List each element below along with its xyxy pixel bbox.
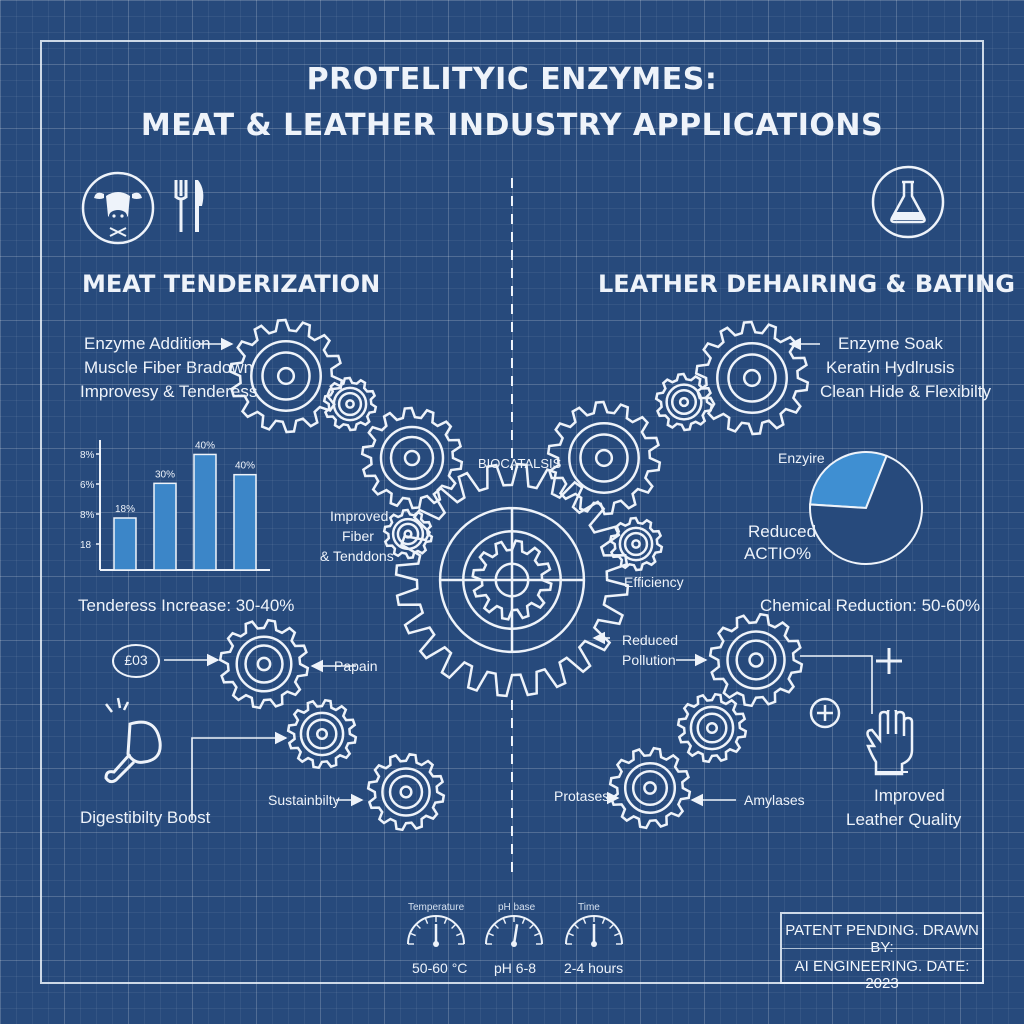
bar-chart-ytick: 8%	[80, 510, 95, 521]
gauge-1	[407, 915, 465, 947]
title-line-1: PROTELITYIC ENZYMES:	[306, 62, 718, 97]
bar-1	[113, 517, 137, 571]
flask-icon	[871, 165, 945, 239]
bar-data-label: 30%	[155, 469, 175, 480]
blueprint-frame	[40, 40, 984, 984]
bar-chart-ytick: 18	[80, 540, 92, 551]
leather-heading: LEATHER DEHAIRING & BATING	[598, 270, 1015, 298]
improved-label-3: & Tenddons	[320, 548, 394, 564]
gauge-temperature-label: Temperature	[408, 902, 465, 913]
improved-quality-2: Leather Quality	[846, 810, 962, 829]
currency-badge: £03	[112, 644, 160, 678]
gear-11	[286, 698, 358, 770]
gear-12	[366, 752, 446, 832]
bar-data-label: 18%	[115, 504, 135, 515]
gauge-ph-label: pH base	[498, 902, 536, 913]
gear-9	[694, 320, 810, 436]
pie-enzyme-label: Enzyire	[778, 450, 825, 466]
improved-label-2: Fiber	[342, 528, 374, 544]
plus-icon	[876, 648, 902, 674]
gauge-needle	[512, 924, 519, 945]
currency-badge-label: £03	[124, 652, 148, 668]
left-step-1: Enzyme Addition	[84, 334, 211, 353]
stamp-line-2: AI ENGINEERING. DATE: 2023	[794, 958, 970, 992]
gauge-2	[485, 915, 543, 947]
chicken-leg-icon	[104, 697, 162, 784]
fork-knife-icon	[173, 180, 204, 232]
gear-6	[546, 400, 662, 516]
title-line-2: MEAT & LEATHER INDUSTRY APPLICATIONS	[140, 108, 884, 143]
reduced-action-1: Reduced	[748, 522, 817, 541]
bar-chart-ytick: 6%	[80, 480, 95, 491]
improved-label-1: Improved	[330, 508, 389, 524]
biocatalysis-label: BIOCATALSIS	[478, 456, 562, 471]
gauge-time-label: Time	[578, 902, 600, 913]
tenderness-increase-note: Tenderess Increase: 30-40%	[78, 596, 295, 615]
gear-8	[654, 372, 714, 432]
bar-2	[153, 482, 177, 571]
reduced-pollution-2: Pollution	[622, 652, 676, 668]
meat-tenderization-heading: MEAT TENDERIZATION	[82, 270, 381, 298]
gear-15	[608, 746, 692, 830]
gauge-time-value: 2-4 hours	[564, 960, 624, 976]
chemical-reduction-note: Chemical Reduction: 50-60%	[760, 596, 981, 615]
efficiency-label: Efficiency	[624, 574, 684, 590]
pie-slice-1	[809, 451, 888, 510]
sustainability-label: Sustainbilty	[268, 792, 340, 808]
right-step-2: Keratin Hydlrusis	[826, 358, 955, 377]
bar-chart-ytick: 8%	[80, 450, 95, 461]
patent-stamp: PATENT PENDING. DRAWN BY: AI ENGINEERING…	[780, 912, 984, 992]
gear-13	[708, 612, 804, 708]
reduced-action-2: ACTIO%	[744, 544, 812, 563]
proteases-label: Protases	[554, 788, 610, 804]
right-step-3: Clean Hide & Flexibilty	[820, 382, 992, 401]
bar-data-label: 40%	[195, 440, 215, 451]
plus-circle-icon	[809, 697, 841, 729]
improved-quality-1: Improved	[874, 786, 945, 805]
glove-icon	[866, 710, 914, 776]
gear-2	[322, 376, 378, 432]
gauge-3	[565, 915, 623, 947]
cow-icon	[81, 171, 155, 245]
reduced-pollution-1: Reduced	[622, 632, 679, 648]
gear-1	[228, 318, 344, 434]
gear-5	[394, 462, 630, 698]
amylases-label: Amylases	[744, 792, 805, 808]
gear-14	[676, 692, 748, 764]
gear-7	[608, 516, 664, 572]
bar-4	[233, 473, 257, 571]
bar-3	[193, 453, 217, 571]
left-step-2: Muscle Fiber Bradown	[84, 358, 254, 377]
pie-slice-2	[809, 454, 923, 565]
left-step-3: Improvesy & Tenderess	[80, 382, 258, 401]
bar-data-label: 40%	[235, 461, 255, 472]
stamp-line-1: PATENT PENDING. DRAWN BY:	[785, 922, 979, 956]
papain-label: Papain	[334, 658, 378, 674]
gear-10	[218, 618, 310, 710]
right-step-1: Enzyme Soak	[838, 334, 943, 353]
gauge-ph-value: pH 6-8	[494, 960, 537, 976]
digestibility-label: Digestibilty Boost	[80, 808, 211, 827]
gauge-temperature-value: 50-60 °C	[412, 960, 468, 976]
